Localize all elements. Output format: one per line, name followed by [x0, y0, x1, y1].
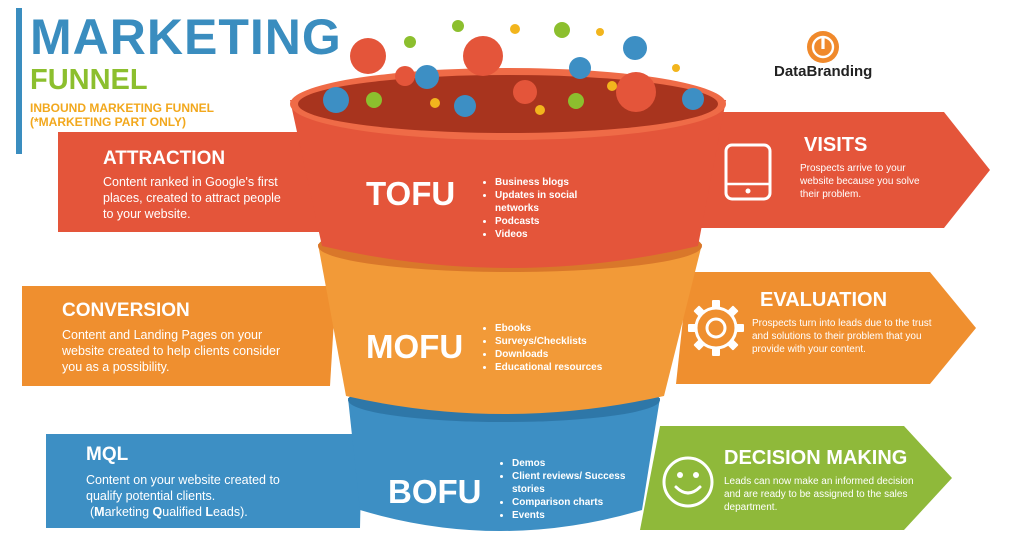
ball	[415, 65, 439, 89]
decision-making-heading: DECISION MAKING	[724, 447, 908, 469]
funnel-balls	[323, 20, 704, 117]
ball	[672, 64, 680, 72]
mofu-items: Ebooks Surveys/Checklists Downloads Educ…	[482, 322, 635, 374]
conversion-text: Content and Landing Pages on your websit…	[62, 328, 281, 374]
ball	[366, 92, 382, 108]
mql-heading: MQL	[86, 444, 129, 465]
list-item: Business blogs	[495, 176, 605, 189]
list-item: Updates in social networks	[495, 189, 605, 215]
mql-note-part: eads).	[213, 505, 248, 519]
tofu-items: Business blogs Updates in social network…	[482, 176, 605, 241]
bofu-items: Demos Client reviews/ Success stories Co…	[499, 457, 632, 522]
page-subtitle: FUNNEL	[30, 64, 148, 96]
evaluation-arrow	[676, 272, 976, 384]
ball	[463, 36, 503, 76]
ball	[510, 24, 520, 34]
tofu-label: TOFU	[366, 175, 456, 212]
mql-note-part: ualified	[162, 505, 206, 519]
ball	[452, 20, 464, 32]
list-item: Ebooks	[495, 322, 635, 335]
databranding-logo-icon	[807, 31, 839, 63]
conversion-heading: CONVERSION	[62, 300, 190, 321]
smiley-icon	[662, 456, 714, 508]
ball	[535, 105, 545, 115]
mql-note-initial: M	[94, 505, 105, 519]
list-item: Events	[512, 509, 632, 522]
ball	[323, 87, 349, 113]
ball	[569, 57, 591, 79]
ball	[616, 72, 656, 112]
ball	[350, 38, 386, 74]
visits-heading: VISITS	[804, 134, 868, 156]
visits-text: Prospects arrive to your website because…	[800, 163, 920, 200]
mql-block: MQL Content on your website created to q…	[86, 444, 336, 520]
mql-note-part: arketing	[104, 505, 153, 519]
list-item: Educational resources	[495, 361, 635, 374]
decision-making-arrow	[640, 426, 952, 530]
attraction-heading: ATTRACTION	[103, 148, 226, 169]
decision-making-block: DECISION MAKING Leads can now make an in…	[724, 447, 934, 514]
ball	[607, 81, 617, 91]
ball	[554, 22, 570, 38]
gear-icon	[688, 300, 744, 356]
list-item: Demos	[512, 457, 632, 470]
mql-note-part: (	[90, 505, 95, 519]
brand-name: DataBranding	[774, 63, 873, 80]
attraction-banner	[58, 132, 332, 232]
ball	[568, 93, 584, 109]
ball	[623, 36, 647, 60]
mofu-label: MOFU	[366, 328, 464, 365]
evaluation-block: EVALUATION Prospects turn into leads due…	[752, 289, 942, 356]
list-item: Podcasts	[495, 215, 605, 228]
tofu-opening	[298, 75, 718, 133]
mql-note: (Marketing Qualified Leads).	[86, 504, 336, 520]
ball	[404, 36, 416, 48]
mql-text: Content on your website created to quali…	[86, 473, 280, 503]
ball	[513, 80, 537, 104]
attraction-text: Content ranked in Google's first places,…	[103, 175, 281, 221]
visits-arrow	[698, 112, 990, 228]
list-item: Client reviews/ Success stories	[512, 470, 632, 496]
conversion-banner	[22, 286, 336, 386]
ball	[454, 95, 476, 117]
page-title: MARKETING	[30, 9, 342, 65]
tablet-icon	[724, 143, 772, 201]
attraction-block: ATTRACTION Content ranked in Google's fi…	[103, 148, 323, 222]
list-item: Downloads	[495, 348, 635, 361]
list-item: Comparison charts	[512, 496, 632, 509]
ball	[682, 88, 704, 110]
title-accent-bar	[16, 8, 22, 154]
list-item: Videos	[495, 228, 605, 241]
list-item: Surveys/Checklists	[495, 335, 635, 348]
conversion-block: CONVERSION Content and Landing Pages on …	[62, 300, 302, 375]
mql-note-initial: L	[205, 505, 214, 519]
evaluation-heading: EVALUATION	[760, 289, 888, 311]
tofu-tier	[290, 100, 726, 268]
evaluation-text: Prospects turn into leads due to the tru…	[752, 318, 932, 355]
mql-note-initial: Q	[152, 505, 163, 519]
page-caption: INBOUND MARKETING FUNNEL (*MARKETING PAR…	[30, 101, 214, 129]
mql-banner	[46, 434, 362, 528]
caption-line-1: INBOUND MARKETING FUNNEL	[30, 101, 214, 115]
ball	[395, 66, 415, 86]
bofu-label: BOFU	[388, 473, 482, 510]
bofu-tier	[348, 398, 660, 531]
mofu-tier	[318, 244, 702, 414]
caption-line-2: (*MARKETING PART ONLY)	[30, 115, 186, 129]
decision-making-text: Leads can now make an informed decision …	[724, 476, 914, 513]
ball	[430, 98, 440, 108]
visits-block: VISITS Prospects arrive to your website …	[800, 134, 944, 201]
ball	[596, 28, 604, 36]
